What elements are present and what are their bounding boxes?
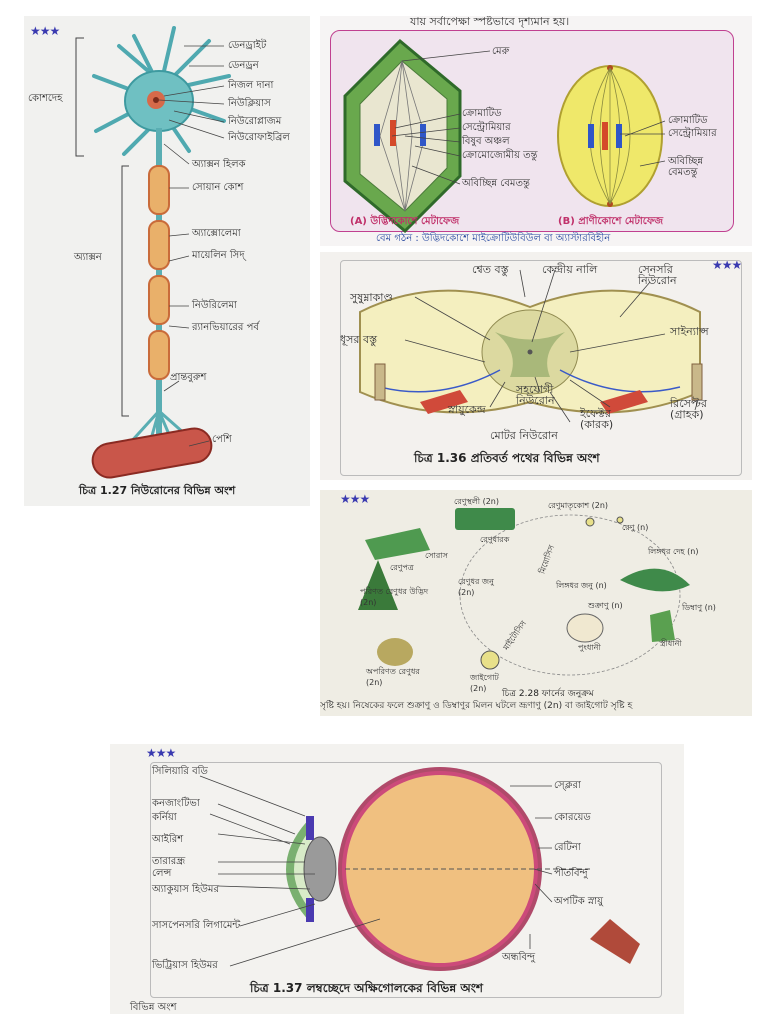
label-sorus: সোরাস bbox=[425, 551, 448, 560]
eye-panel: ★★★ সিলিয়ারি বডি স্ক্লেরা কনজাংটিভা কর্… bbox=[110, 744, 684, 1014]
label-pupil: তারারন্ধ্র bbox=[152, 856, 186, 867]
label-choroid: কোরয়েড bbox=[554, 812, 591, 823]
label-cornea: কর্নিয়া bbox=[152, 812, 177, 823]
label-myelin: মায়েলিন সিদ্ bbox=[192, 250, 245, 261]
label-nerve-center: স্নায়ুকেন্দ্র bbox=[448, 403, 486, 416]
label-antheridium: পুংধানী bbox=[578, 643, 601, 652]
neuron-panel: ★★★ কোশদেহ ডেনড্রাইট ডেনড্রন নিজল দানা ন… bbox=[24, 16, 310, 506]
metaphase-diagram bbox=[343, 38, 666, 234]
label-prothallus: লিঙ্গধর দেহ (n) bbox=[648, 547, 699, 556]
label-optic-nerve: অপটিক স্নায়ু bbox=[554, 896, 604, 907]
fern-footer-text: সৃষ্টি হয়। নিষেকের ফলে শুক্রাণু ও ডিম্ব… bbox=[320, 701, 633, 711]
neuron-caption: চিত্র 1.27 নিউরোনের বিভিন্ন অংশ bbox=[79, 484, 236, 497]
label-retina: রেটিনা bbox=[554, 842, 581, 853]
neuron-diagram bbox=[75, 26, 231, 479]
label-aqueous: অ্যাকুয়াস হিউমর bbox=[152, 884, 219, 895]
reflex-panel: ★★★ শ্বেত বস্তু কেন্দ্রীয় নালি সেনসরি ন… bbox=[320, 252, 752, 480]
label-motor-neuron: মোটর নিউরোন bbox=[490, 429, 558, 442]
label-conjunctiva: কনজাংটিভা bbox=[152, 798, 200, 809]
reflex-caption: চিত্র 1.36 প্রতিবর্ত পথের বিভিন্ন অংশ bbox=[414, 451, 600, 465]
label-spinal-cord: সুষুম্নাকাণ্ড bbox=[350, 291, 393, 304]
metaphase-footer-text: বেম গঠন : উদ্ভিদকোশে মাইক্রোটিউবিউল বা অ… bbox=[376, 233, 611, 244]
label-neuroplasm: নিউরোপ্লাজম bbox=[228, 116, 282, 127]
metaphase-caption-a: (A) উদ্ভিদকোশে মেটাফেজ bbox=[350, 216, 460, 227]
fern-diagram bbox=[358, 508, 690, 676]
label-equator: বিষুব অঞ্চল bbox=[462, 136, 510, 147]
label-nucleus: নিউক্লিয়াস bbox=[228, 98, 271, 109]
label-chromatid-b: ক্রোমাটিড bbox=[668, 115, 708, 126]
eye-frame bbox=[150, 762, 662, 998]
label-young-sporophyte: অপরিণত রেণুধর (2n) bbox=[366, 667, 420, 687]
label-sclera: স্ক্লেরা bbox=[554, 780, 581, 791]
label-central-canal: কেন্দ্রীয় নালি bbox=[542, 263, 598, 276]
label-dendron: ডেনড্রন bbox=[228, 60, 259, 71]
label-mature-sporophyte: পরিণত রেণুধর উদ্ভিদ (2n) bbox=[360, 587, 429, 607]
label-vitreous: ভিট্রিয়াস হিউমর bbox=[152, 960, 218, 971]
label-continuous-fiber-a: অবিচ্ছিন্ন বেমতন্তু bbox=[462, 178, 530, 189]
eye-footer-text: বিভিন্ন অংশ bbox=[130, 1002, 177, 1013]
label-dendrite: ডেনড্রাইট bbox=[228, 40, 267, 51]
label-grey-matter: ধূসর বস্তু bbox=[340, 333, 378, 346]
label-centromere-a: সেন্ট্রোমিয়ার bbox=[462, 122, 511, 133]
fern-panel: ★★★ রেণুস্থলী (2n) রেণুমাতৃকোশ (2n) রেণু… bbox=[320, 490, 752, 716]
label-blind-spot: অন্ধবিন্দু bbox=[502, 952, 536, 963]
label-sporophyll: রেণুস্থলী (2n) bbox=[454, 497, 499, 506]
label-zygote: জাইগোট (2n) bbox=[470, 673, 499, 693]
label-axolemma: অ্যাক্সোলেমা bbox=[192, 228, 241, 239]
label-spore-mother: রেণুমাতৃকোশ (2n) bbox=[548, 501, 609, 510]
label-chromosomal-fiber: ক্রোমোজোমীয় তন্তু bbox=[462, 150, 538, 161]
label-nissl: নিজল দানা bbox=[228, 80, 274, 91]
label-sporophyll-leaf: রেণুপত্র bbox=[390, 563, 414, 572]
label-continuous-fiber-b: অবিচ্ছিন্ন বেমতন্তু bbox=[668, 156, 704, 178]
label-lens: লেন্স bbox=[152, 868, 172, 879]
label-suspensory: সাসপেনসরি লিগামেন্ট bbox=[152, 920, 241, 931]
label-pole: মেরু bbox=[492, 46, 510, 57]
label-egg: ডিম্বাণু (n) bbox=[682, 603, 716, 612]
star-marks-icon: ★★★ bbox=[30, 24, 60, 38]
star-marks-icon: ★★★ bbox=[340, 492, 370, 506]
label-sporangium: রেণুধারক bbox=[480, 535, 510, 544]
label-end-brush: প্রান্তবুরুশ bbox=[170, 372, 207, 383]
label-chromatid-a: ক্রোমাটিড bbox=[462, 108, 502, 119]
label-spore: রেণু (n) bbox=[622, 523, 649, 532]
label-iris: আইরিশ bbox=[152, 834, 184, 845]
label-effector: ইফেক্টর (কারক) bbox=[580, 407, 614, 431]
label-cell-body: কোশদেহ bbox=[28, 93, 63, 104]
label-archegonium: স্ত্রীধানী bbox=[660, 639, 682, 648]
eye-diagram bbox=[199, 767, 640, 971]
metaphase-panel: যায় সর্বাপেক্ষা স্পষ্টভাবে দৃশ্যমান হয়… bbox=[320, 16, 752, 246]
label-receptor: রিসেপ্টর (গ্রাহক) bbox=[670, 397, 707, 421]
label-centromere-b: সেন্ট্রোমিয়ার bbox=[668, 128, 717, 139]
star-marks-icon: ★★★ bbox=[146, 746, 176, 760]
label-synapse: সাইন্যাপ্স bbox=[670, 325, 709, 338]
label-schwann: সোয়ান কোশ bbox=[192, 182, 244, 193]
metaphase-header-text: যায় সর্বাপেক্ষা স্পষ্টভাবে দৃশ্যমান হয়… bbox=[410, 16, 570, 28]
label-axon-hillock: অ্যাক্সন হিলক bbox=[192, 159, 246, 170]
label-neurilemma: নিউরিলেমা bbox=[192, 300, 237, 311]
label-yellow-spot: পীতবিন্দু bbox=[554, 868, 588, 879]
label-muscle: পেশি bbox=[212, 434, 232, 445]
eye-caption: চিত্র 1.37 লম্বচ্ছেদে অক্ষিগোলকের বিভিন্… bbox=[250, 981, 484, 995]
reflex-diagram bbox=[359, 269, 703, 423]
reflex-frame bbox=[340, 260, 742, 476]
metaphase-caption-b: (B) প্রাণীকোশে মেটাফেজ bbox=[558, 216, 664, 227]
label-sperm: শুক্রাণু (n) bbox=[588, 601, 623, 610]
label-association-neuron: সহযোগী নিউরোন bbox=[516, 383, 555, 407]
label-sensory-neuron: সেনসরি নিউরোন bbox=[638, 263, 677, 287]
label-axon: অ্যাক্সন bbox=[74, 252, 102, 263]
label-white-matter: শ্বেত বস্তু bbox=[472, 263, 509, 276]
label-ranvier: র‍্যানভিয়ারের পর্ব bbox=[192, 322, 259, 333]
label-ciliary-body: সিলিয়ারি বডি bbox=[152, 766, 208, 777]
fern-caption: চিত্র 2.28 ফার্নের জনুক্রম bbox=[502, 689, 594, 699]
label-gametophyte-gen: লিঙ্গধর জনু (n) bbox=[556, 581, 607, 590]
star-marks-icon: ★★★ bbox=[712, 258, 742, 272]
label-neurofibril: নিউরোফাইব্রিল bbox=[228, 132, 290, 143]
label-sporophyte-gen: রেণুধর জনু (2n) bbox=[458, 577, 494, 597]
